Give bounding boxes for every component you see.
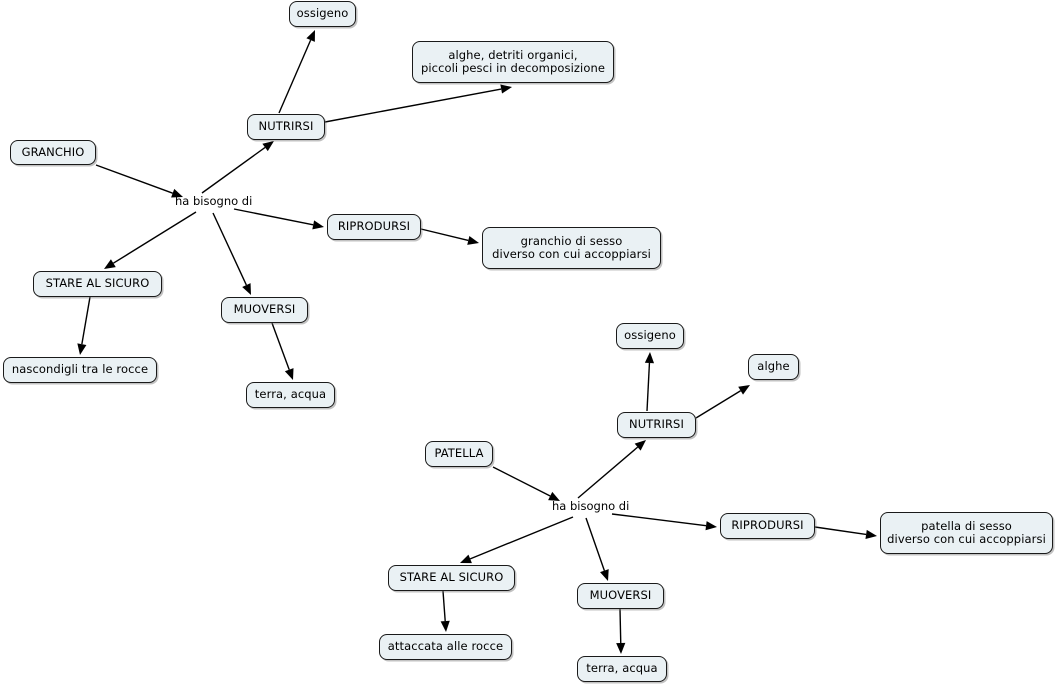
- edge-line: [95, 164, 173, 194]
- edge-line: [585, 517, 606, 571]
- edge-line: [212, 212, 248, 286]
- edge-line: [278, 39, 312, 114]
- edge-arrowhead: [460, 554, 472, 564]
- edge-line: [112, 211, 197, 264]
- edge-arrowhead: [242, 283, 251, 295]
- relation-label-ha-bisogno-di-1: ha bisogno di: [175, 194, 253, 208]
- edge-arrowhead: [600, 569, 609, 581]
- concept-node-nascondigli[interactable]: nascondigli tra le rocce: [3, 357, 157, 383]
- edge-line: [233, 208, 314, 226]
- edge-arrowhead: [440, 620, 450, 632]
- edge-line: [611, 513, 707, 527]
- concept-node-nutrirsi-1[interactable]: NUTRIRSI: [247, 114, 325, 140]
- concept-node-nutrirsi-2[interactable]: NUTRIRSI: [617, 412, 696, 438]
- concept-node-ossigeno-1[interactable]: ossigeno: [289, 1, 356, 27]
- concept-node-granchio[interactable]: GRANCHIO: [10, 140, 96, 165]
- edge-line: [577, 446, 639, 499]
- edge-arrowhead: [77, 343, 87, 355]
- edge-line: [420, 228, 469, 242]
- concept-node-patella[interactable]: PATELLA: [425, 441, 493, 467]
- edge-line: [201, 146, 266, 194]
- edge-line: [442, 590, 446, 622]
- concept-node-terra-acqua-2[interactable]: terra, acqua: [577, 656, 667, 682]
- edge-arrowhead: [306, 30, 315, 42]
- edge-arrowhead: [705, 521, 717, 531]
- edge-line: [814, 526, 867, 536]
- concept-node-muoversi-2[interactable]: MUOVERSI: [577, 583, 664, 609]
- concept-node-terra-acqua-1[interactable]: terra, acqua: [246, 382, 335, 408]
- edge-line: [271, 322, 290, 370]
- concept-node-attaccata[interactable]: attaccata alle rocce: [379, 634, 512, 660]
- concept-node-riprodursi-1[interactable]: RIPRODURSI: [327, 214, 421, 240]
- edge-arrowhead: [616, 642, 626, 654]
- edge-line: [646, 362, 651, 412]
- edge-arrowhead: [262, 141, 274, 152]
- edge-arrowhead: [284, 368, 294, 380]
- concept-node-partner-granchio[interactable]: granchio di sesso diverso con cui accopp…: [482, 227, 661, 269]
- edge-line: [492, 466, 551, 497]
- edge-arrowhead: [312, 220, 324, 230]
- concept-node-riprodursi-2[interactable]: RIPRODURSI: [720, 513, 815, 539]
- edge-arrowhead: [634, 440, 646, 451]
- concept-node-alghe[interactable]: alghe: [748, 354, 799, 380]
- edge-arrowhead: [865, 529, 877, 539]
- edge-line: [324, 88, 502, 123]
- edge-arrowhead: [738, 385, 750, 395]
- concept-node-stare-al-sicuro-2[interactable]: STARE AL SICURO: [388, 565, 515, 591]
- edge-arrowhead: [104, 259, 116, 269]
- edge-line: [695, 390, 741, 419]
- edge-line: [619, 608, 622, 644]
- relation-label-ha-bisogno-di-2: ha bisogno di: [552, 499, 630, 513]
- edge-line: [81, 296, 91, 345]
- concept-node-cibo-granchio[interactable]: alghe, detriti organici, piccoli pesci i…: [412, 41, 614, 83]
- concept-node-ossigeno-2[interactable]: ossigeno: [616, 323, 684, 349]
- edge-arrowhead: [644, 352, 655, 364]
- edge-arrowhead: [467, 235, 479, 245]
- edge-arrowhead: [500, 84, 512, 94]
- concept-node-partner-patella[interactable]: patella di sesso diverso con cui accoppi…: [880, 512, 1053, 554]
- concept-node-muoversi-1[interactable]: MUOVERSI: [221, 297, 308, 323]
- edge-line: [469, 516, 574, 560]
- concept-node-stare-al-sicuro-1[interactable]: STARE AL SICURO: [33, 271, 162, 297]
